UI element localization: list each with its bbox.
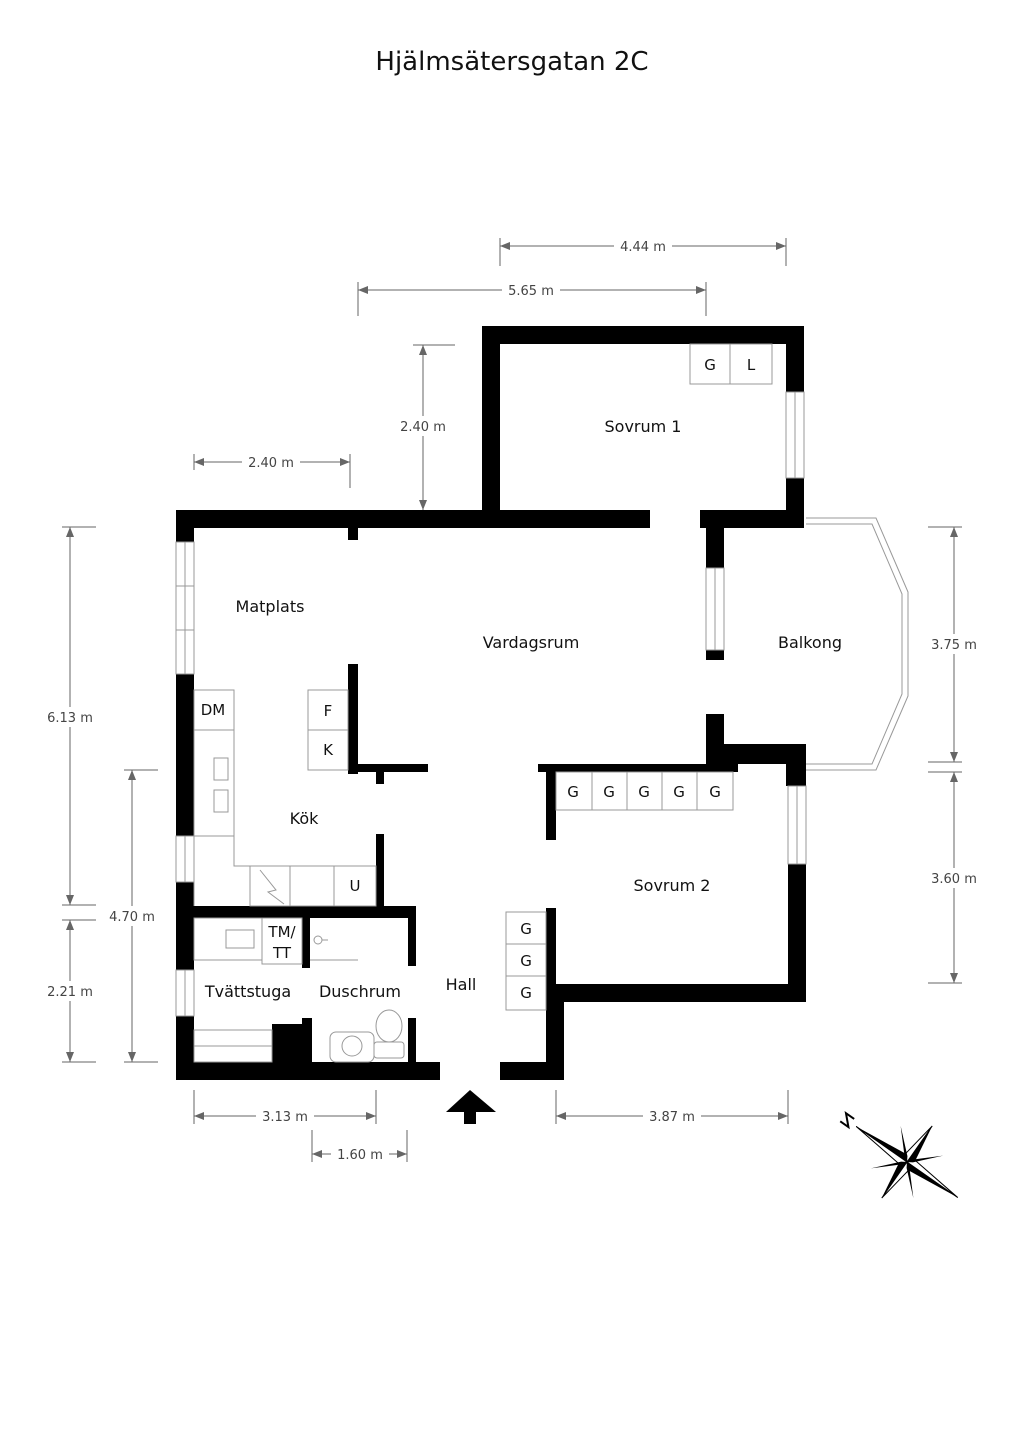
compass-rose-icon bbox=[839, 1110, 959, 1199]
room-label-matplats: Matplats bbox=[236, 597, 305, 616]
dim-top-4-44: 4.44 m bbox=[620, 240, 666, 255]
room-label-tvattstuga: Tvättstuga bbox=[204, 982, 291, 1001]
fixture-labels: G L DM F K U G G G G G G G G TM/ TT bbox=[201, 356, 756, 1002]
wardrobe-label: G bbox=[567, 783, 579, 801]
dim-vertical-2-40: 2.40 m bbox=[400, 420, 446, 435]
dishwasher-label: DM bbox=[201, 701, 226, 719]
wardrobes bbox=[505, 343, 773, 1011]
dim-bottom-3-87: 3.87 m bbox=[649, 1110, 695, 1125]
entrance-arrow-icon bbox=[446, 1090, 496, 1124]
wardrobe-label: G bbox=[520, 984, 532, 1002]
tumble-dryer-label: TT bbox=[272, 944, 292, 962]
wardrobe-label: G bbox=[704, 356, 716, 374]
room-label-kok: Kök bbox=[290, 809, 319, 828]
wardrobe-label: G bbox=[673, 783, 685, 801]
wardrobe-label: G bbox=[709, 783, 721, 801]
room-labels: Sovrum 1 Matplats Vardagsrum Balkong Kök… bbox=[204, 417, 842, 1001]
dim-left-2-21: 2.21 m bbox=[47, 985, 93, 1000]
wet-room-fittings bbox=[193, 917, 405, 1063]
dim-right-3-60: 3.60 m bbox=[931, 872, 977, 887]
freezer-label: K bbox=[323, 741, 334, 759]
balcony-outline bbox=[806, 517, 909, 771]
room-label-sovrum-1: Sovrum 1 bbox=[605, 417, 682, 436]
dim-bottom-3-13: 3.13 m bbox=[262, 1110, 308, 1125]
dim-left-4-70: 4.70 m bbox=[109, 910, 155, 925]
room-label-balkong: Balkong bbox=[778, 633, 842, 652]
dim-left-6-13: 6.13 m bbox=[47, 711, 93, 726]
room-label-vardagsrum: Vardagsrum bbox=[483, 633, 580, 652]
washing-machine-label: TM/ bbox=[267, 923, 296, 941]
room-label-duschrum: Duschrum bbox=[319, 982, 401, 1001]
windows bbox=[175, 391, 807, 1017]
dim-top-5-65: 5.65 m bbox=[508, 284, 554, 299]
linen-closet-label: L bbox=[747, 356, 756, 374]
wardrobe-label: G bbox=[638, 783, 650, 801]
kitchen-fittings bbox=[193, 689, 377, 907]
wardrobe-label: G bbox=[520, 952, 532, 970]
walls bbox=[176, 326, 806, 1080]
plan-title: Hjälmsätersgatan 2C bbox=[375, 47, 648, 77]
dimension-lines: 4.44 m 5.65 m 2.40 m 2.40 m 6.13 m bbox=[42, 236, 982, 1164]
fridge-label: F bbox=[324, 702, 333, 720]
dim-right-3-75: 3.75 m bbox=[931, 638, 977, 653]
dim-bottom-1-60: 1.60 m bbox=[337, 1148, 383, 1163]
wardrobe-label: G bbox=[520, 920, 532, 938]
wardrobe-label: G bbox=[603, 783, 615, 801]
oven-label: U bbox=[350, 877, 361, 895]
dim-horizontal-2-40: 2.40 m bbox=[248, 456, 294, 471]
room-label-sovrum-2: Sovrum 2 bbox=[634, 876, 711, 895]
room-label-hall: Hall bbox=[446, 975, 477, 994]
